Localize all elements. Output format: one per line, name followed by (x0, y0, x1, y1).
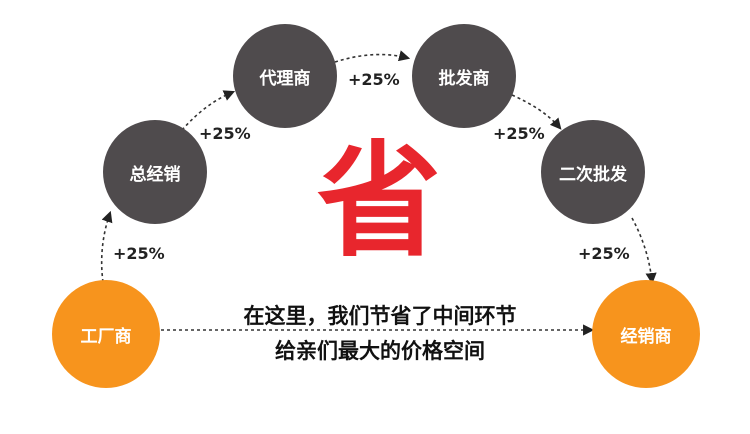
markup-label-4: +25% (493, 124, 545, 143)
markup-label-2: +25% (199, 124, 251, 143)
caption-line-2: 给亲们最大的价格空间 (275, 339, 485, 363)
arrow-general-to-agent (181, 90, 236, 131)
markup-label-1: +25% (113, 244, 165, 263)
node-secondary-wholesale: 二次批发 (541, 120, 645, 224)
node-general-distributor: 总经销 (103, 120, 207, 224)
node-factory: 工厂商 (52, 280, 160, 388)
node-wholesaler: 批发商 (412, 24, 516, 128)
arrow-factory-to-general (100, 210, 113, 283)
markup-label-3: +25% (348, 70, 400, 89)
caption-line-1: 在这里，我们节省了中间环节 (243, 304, 517, 328)
arrow-agent-to-wholesaler (334, 50, 411, 63)
center-save-character: 省 (316, 130, 441, 274)
node-dealer: 经销商 (592, 280, 700, 388)
node-agent: 代理商 (233, 24, 337, 128)
markup-label-5: +25% (578, 244, 630, 263)
arrow-secondary-to-dealer (631, 217, 657, 285)
arrow-wholesaler-to-secondary (511, 94, 562, 130)
